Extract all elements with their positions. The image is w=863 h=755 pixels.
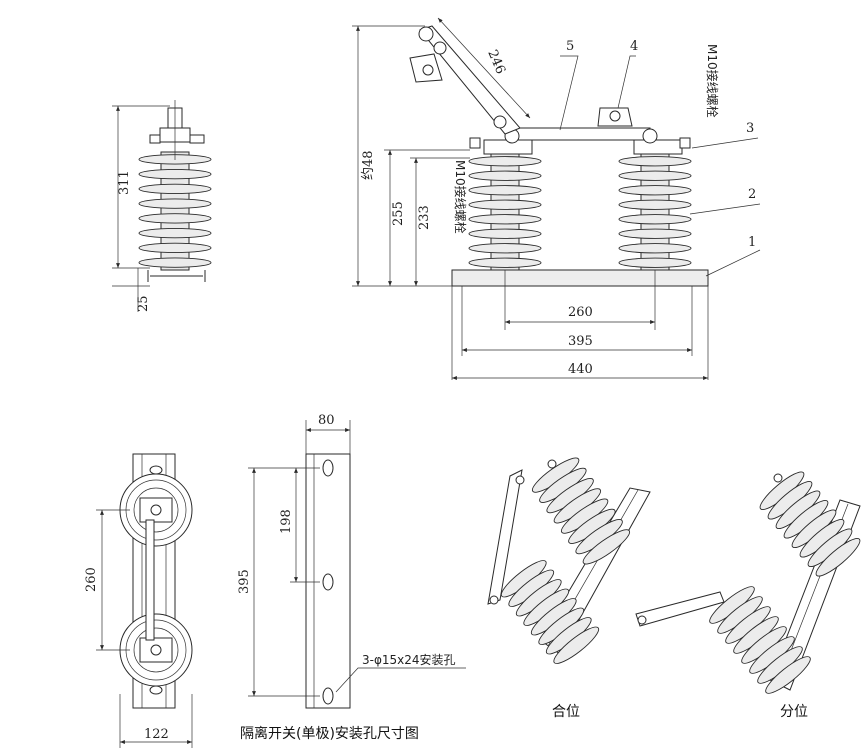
mount-dim-395: 395 <box>237 569 252 594</box>
insulator-shed <box>618 214 692 225</box>
front-dim-total: 约48 <box>361 150 376 180</box>
insulator-shed <box>138 198 212 209</box>
top-view-insulator-lower <box>119 613 193 687</box>
mounting-caption: 隔离开关(单极)安装孔尺寸图 <box>240 725 419 742</box>
insulator-shed <box>618 170 692 181</box>
insulator-shed <box>618 257 692 268</box>
insulator-shed <box>468 214 542 225</box>
blade-arm <box>509 127 651 141</box>
front-view: 246 约48 255 233 M10接线螺栓 M10接线螺栓 260 395 … <box>352 17 761 380</box>
front-dim-260: 260 <box>568 305 593 320</box>
insulator-shed <box>138 183 212 195</box>
part-label-2: 2 <box>748 187 756 202</box>
bolt-label-right: M10接线螺栓 <box>705 44 720 118</box>
insulator-shed <box>618 228 692 239</box>
insulator-shed <box>138 168 212 180</box>
insulator-shed <box>553 626 600 664</box>
open-label: 分位 <box>780 704 808 720</box>
top-view-insulator-upper <box>119 473 193 547</box>
bolt-label-left: M10接线螺栓 <box>453 160 468 234</box>
insulator-shed <box>815 537 861 577</box>
insulator-shed <box>138 257 212 268</box>
part-label-1: 1 <box>748 235 756 250</box>
base-channel <box>451 269 709 287</box>
mount-hole-label: 3-φ15x24安装孔 <box>362 652 456 667</box>
perspective-closed: 合位 <box>487 457 651 720</box>
top-dim-260: 260 <box>84 567 99 592</box>
insulator-shed <box>138 213 212 224</box>
insulator-shed <box>618 156 692 167</box>
closed-label: 合位 <box>552 704 580 720</box>
insulator-shed <box>618 243 692 254</box>
perspective-open: 分位 <box>635 471 861 720</box>
mounting-view: 80 198 395 3-φ15x24安装孔 隔离开关(单极)安装孔尺寸图 <box>237 413 466 742</box>
front-dim-395: 395 <box>568 334 593 349</box>
mount-dim-198: 198 <box>279 509 294 534</box>
top-view: 260 122 <box>84 453 193 748</box>
side-view-insulator <box>138 151 212 271</box>
front-dim-255: 255 <box>391 201 406 226</box>
insulator-shed <box>468 170 542 181</box>
front-dim-233: 233 <box>417 205 432 230</box>
closed-blade <box>487 469 523 605</box>
part-label-4: 4 <box>630 39 638 54</box>
front-insulator-left <box>468 153 542 271</box>
mount-hole-1 <box>322 459 334 477</box>
insulator-shed <box>765 656 811 694</box>
part-label-5: 5 <box>566 39 574 54</box>
front-dim-440: 440 <box>568 362 593 377</box>
insulator-shed <box>468 257 542 268</box>
insulator-shed <box>468 185 542 196</box>
mount-hole-3 <box>322 687 334 705</box>
insulator-shed <box>468 199 542 210</box>
insulator-shed <box>618 199 692 210</box>
side-view: 311 25 <box>112 100 212 312</box>
top-dim-122: 122 <box>144 727 169 742</box>
insulator-shed <box>468 156 542 167</box>
side-dim-25: 25 <box>136 295 151 312</box>
insulator-shed <box>138 227 212 239</box>
insulator-shed <box>138 242 212 254</box>
side-dim-311: 311 <box>117 170 132 195</box>
part-label-3: 3 <box>746 121 754 136</box>
insulator-shed <box>582 529 631 565</box>
mount-dim-80: 80 <box>318 413 335 428</box>
insulator-shed <box>468 228 542 239</box>
front-insulator-right <box>618 153 692 271</box>
insulator-shed <box>618 185 692 196</box>
insulator-shed <box>468 243 542 254</box>
mount-hole-2 <box>322 573 334 591</box>
